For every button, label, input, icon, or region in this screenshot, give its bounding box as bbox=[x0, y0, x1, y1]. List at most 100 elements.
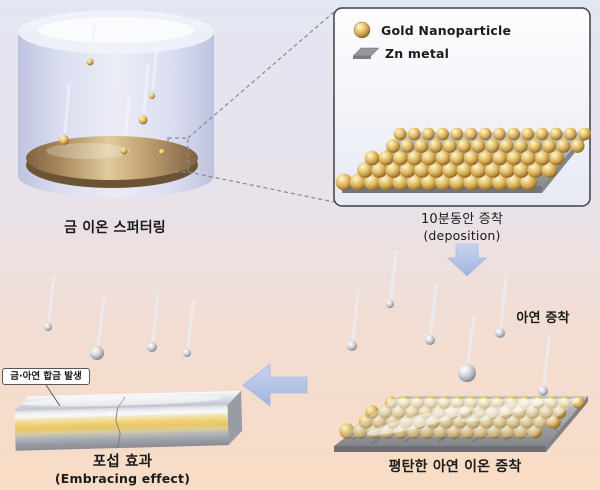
zn-metal-icon bbox=[352, 47, 380, 59]
gold-nanoparticle bbox=[442, 162, 459, 178]
particle-trails bbox=[351, 250, 551, 386]
process-arrow-icon bbox=[242, 363, 308, 407]
gold-nanoparticle bbox=[527, 162, 544, 178]
gold-nanoparticle bbox=[477, 173, 495, 191]
gold-nanoparticle bbox=[535, 150, 550, 166]
gold-nanoparticle bbox=[578, 127, 591, 141]
gold-nanoparticle bbox=[378, 173, 395, 191]
label-deposition-line2: (deposition) bbox=[423, 228, 501, 244]
label-embracing-line2: (Embracing effect) bbox=[54, 471, 191, 487]
alloy-slab bbox=[14, 390, 243, 451]
deposition-arrow-icon bbox=[447, 243, 487, 277]
gold-nanoparticle bbox=[506, 173, 523, 191]
gold-nanoparticle bbox=[463, 173, 481, 191]
gold-nanoparticle bbox=[435, 173, 452, 191]
gold-nanoparticle bbox=[385, 162, 402, 178]
zinc-particles bbox=[44, 323, 191, 360]
gold-nanoparticle bbox=[499, 162, 515, 178]
gold-nanoparticle bbox=[357, 162, 373, 178]
gold-nanoparticle bbox=[564, 127, 577, 141]
gold-nanoparticle bbox=[393, 150, 408, 166]
label-embracing-line1: 포섭 효과 bbox=[92, 454, 153, 470]
sputter-chamber bbox=[18, 10, 214, 198]
gold-nanoparticle bbox=[549, 127, 563, 141]
zinc-particles bbox=[347, 300, 548, 396]
gold-nanoparticle bbox=[364, 150, 380, 166]
label-deposition-line1: 10분동안 증착 bbox=[420, 212, 504, 227]
gold-nanoparticle bbox=[478, 150, 493, 166]
gold-nanoparticle-layer bbox=[335, 127, 591, 191]
gold-nanoparticle bbox=[364, 173, 381, 191]
gold-nanoparticle bbox=[485, 139, 500, 153]
gold-nanoparticle bbox=[392, 173, 410, 191]
gold-nanoparticle bbox=[442, 139, 457, 153]
gold-nanoparticle bbox=[470, 162, 487, 178]
gold-nanoparticle bbox=[513, 162, 530, 178]
embracing-scene bbox=[14, 274, 243, 451]
gold-nanoparticle bbox=[464, 150, 479, 166]
gold-nanoparticle bbox=[506, 150, 522, 166]
gold-nanoparticle bbox=[421, 150, 437, 166]
gold-nanoparticle bbox=[435, 150, 451, 166]
label-embracing: 포섭 효과 (Embracing effect) bbox=[35, 453, 210, 487]
gold-nanoparticle bbox=[393, 127, 407, 141]
gold-nanoparticle bbox=[428, 162, 444, 178]
gold-nanoparticle bbox=[556, 139, 571, 153]
gold-nanoparticle bbox=[449, 150, 465, 166]
gold-nanoparticle bbox=[491, 173, 509, 191]
gold-nanoparticle bbox=[422, 127, 435, 141]
gold-nanoparticle bbox=[371, 162, 388, 178]
disc-highlight bbox=[46, 143, 130, 159]
alloy-callout: 금·아연 합금 발생 bbox=[2, 368, 90, 385]
particle-trails bbox=[63, 23, 159, 145]
coating-sheen bbox=[366, 406, 474, 436]
label-sputtering-step: 금 이온 스퍼터링 bbox=[64, 220, 166, 236]
gold-nanoparticle bbox=[521, 127, 535, 141]
gold-nanoparticle bbox=[535, 127, 549, 141]
gold-nanoparticle bbox=[349, 173, 367, 191]
gold-nanoparticle bbox=[335, 173, 353, 191]
gold-nanoparticle bbox=[499, 139, 514, 153]
gold-nanoparticle bbox=[520, 150, 536, 166]
gold-particles bbox=[59, 58, 165, 155]
gold-nanoparticle bbox=[492, 150, 508, 166]
gold-nanoparticle bbox=[484, 162, 501, 178]
gold-nanoparticle bbox=[541, 162, 558, 178]
gold-nanoparticle bbox=[493, 127, 506, 141]
gold-nanoparticle bbox=[413, 162, 430, 178]
gold-nanoparticle bbox=[478, 127, 492, 141]
gold-nanoparticle bbox=[542, 139, 557, 153]
gold-nanoparticle bbox=[528, 139, 542, 153]
chamber-glow bbox=[38, 17, 194, 43]
zoom-outline bbox=[167, 11, 335, 203]
gold-nanoparticle bbox=[399, 162, 416, 178]
gold-nanoparticle-icon bbox=[353, 21, 371, 39]
gold-nanoparticle bbox=[400, 139, 415, 153]
gold-nanoparticle bbox=[414, 139, 429, 153]
gold-nanoparticle bbox=[428, 139, 443, 153]
zoom-panel bbox=[333, 7, 591, 207]
gold-target-disc bbox=[26, 136, 198, 180]
gold-nanoparticle bbox=[513, 139, 528, 153]
gold-nanoparticle bbox=[549, 150, 564, 166]
gold-nanoparticle bbox=[471, 139, 486, 153]
gold-nanoparticle bbox=[457, 139, 471, 153]
label-flat-deposition: 평탄한 아연 이온 증착 bbox=[388, 459, 522, 475]
gold-nanoparticle bbox=[450, 127, 464, 141]
callout-line bbox=[45, 384, 61, 407]
gold-nanoparticle bbox=[507, 127, 520, 141]
gold-nanoparticle bbox=[406, 173, 424, 191]
gold-nanoparticle bbox=[436, 127, 449, 141]
coating-sheen bbox=[461, 398, 549, 422]
gold-nanoparticle bbox=[449, 173, 466, 191]
label-deposition: 10분동안 증착 (deposition) bbox=[392, 212, 532, 244]
gold-nanoparticle bbox=[420, 173, 438, 191]
gold-nanoparticle bbox=[407, 150, 422, 166]
gold-nanoparticle bbox=[570, 139, 585, 153]
gold-nanoparticle bbox=[386, 139, 400, 153]
gold-nanoparticle bbox=[407, 127, 421, 141]
label-zn-falling: 아연 증착 bbox=[516, 311, 570, 326]
zn-deposition-scene bbox=[334, 250, 588, 452]
particle-trails bbox=[47, 274, 195, 348]
